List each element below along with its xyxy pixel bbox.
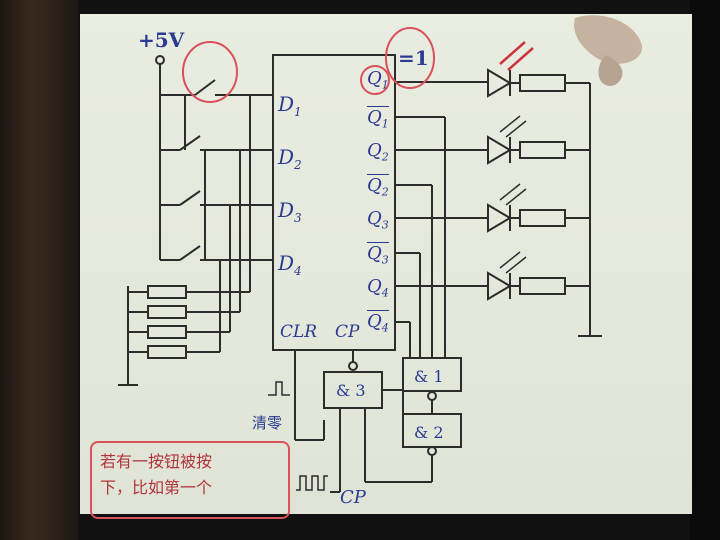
output-label-q4-bar: Q4 — [367, 310, 389, 335]
vcc-terminal — [155, 55, 165, 65]
led — [487, 271, 512, 301]
gate-and3-label: & 3 — [336, 381, 366, 400]
gate-and1-label: & 1 — [414, 367, 444, 386]
note-line: 下，比如第一个 — [100, 478, 213, 497]
output-label-q1: Q1 — [367, 68, 389, 92]
output-label-q1-bar: Q1 — [367, 106, 389, 131]
note-line: 若有一按钮被按 — [100, 452, 213, 471]
clear-label: 清零 — [252, 414, 283, 432]
annotation-circle — [360, 65, 390, 95]
led — [487, 203, 512, 233]
cp-pin-label: CP — [335, 322, 360, 342]
input-label-d4: D4 — [278, 251, 302, 278]
highlight-label: =1 — [398, 46, 429, 70]
resistor — [147, 305, 187, 319]
clock-label: CP — [340, 487, 366, 508]
led — [487, 135, 512, 165]
gate-and2-label: & 2 — [414, 423, 444, 442]
clr-pin-label: CLR — [280, 322, 318, 342]
led — [487, 68, 512, 98]
output-label-q2-bar: Q2 — [367, 174, 389, 199]
output-label-q2: Q2 — [367, 140, 389, 164]
output-label-q4: Q4 — [367, 276, 389, 300]
flower-decoration — [574, 15, 642, 86]
output-label-q3: Q3 — [367, 208, 389, 232]
resistor — [147, 325, 187, 339]
annotation-circle — [385, 27, 435, 89]
resistor — [147, 285, 187, 299]
background-wall — [0, 0, 78, 540]
annotation-note: 若有一按钮被按 下，比如第一个 — [90, 441, 290, 519]
background-edge — [690, 0, 720, 540]
resistor — [147, 345, 187, 359]
input-label-d2: D2 — [278, 145, 302, 172]
register-chip — [272, 54, 396, 351]
supply-label: +5V — [138, 28, 185, 52]
output-label-q3-bar: Q3 — [367, 242, 389, 267]
input-label-d1: D1 — [278, 92, 302, 119]
annotation-circle — [182, 41, 238, 103]
input-label-d3: D3 — [278, 198, 302, 225]
